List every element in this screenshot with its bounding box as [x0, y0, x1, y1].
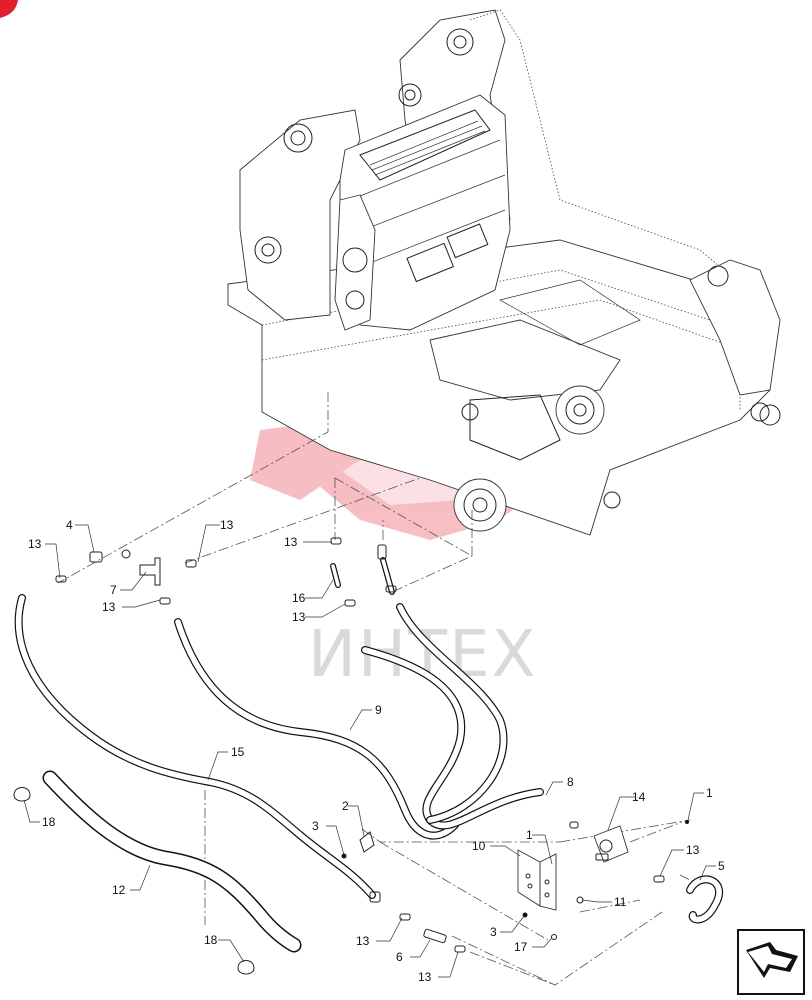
- callout-2: 2: [342, 799, 349, 813]
- callout-10: 10: [472, 839, 486, 853]
- callout-3: 3: [312, 819, 319, 833]
- corner-marker: [0, 0, 18, 18]
- callout-8: 8: [567, 775, 574, 789]
- hose-15: [14, 594, 376, 899]
- callout-9: 9: [375, 703, 382, 717]
- bracket-10: [517, 849, 557, 911]
- leader-lines: [57, 392, 701, 986]
- callout-13: 13: [356, 934, 370, 948]
- callout-leaders: [23, 524, 716, 978]
- hose-8: [361, 646, 544, 830]
- callout-1: 1: [706, 786, 713, 800]
- hose-12: [42, 770, 302, 953]
- callout-12: 12: [112, 883, 126, 897]
- callout-16: 16: [292, 591, 306, 605]
- callout-14: 14: [632, 790, 646, 804]
- hose-5: [686, 875, 724, 924]
- callout-4: 4: [66, 518, 73, 532]
- callout-13: 13: [220, 518, 234, 532]
- callout-13: 13: [418, 970, 432, 984]
- hose-9: [174, 618, 459, 840]
- callout-13: 13: [292, 610, 306, 624]
- hose-8b: [396, 603, 508, 824]
- hose-16: [330, 557, 395, 595]
- callout-13: 13: [28, 537, 42, 551]
- callout-3: 3: [490, 925, 497, 939]
- callout-labels: 13 4 13 7 13 13 16 13 9 15 8 2 3 12 18 1…: [28, 518, 725, 984]
- callout-1: 1: [526, 828, 533, 842]
- callout-15: 15: [231, 745, 245, 759]
- watermark-text: ИНТЕХ: [308, 618, 537, 692]
- machine-frame: [227, 9, 781, 536]
- valve-14: [593, 825, 629, 863]
- callout-13: 13: [284, 535, 298, 549]
- callout-18: 18: [204, 933, 218, 947]
- callout-13: 13: [686, 843, 700, 857]
- callout-11: 11: [614, 895, 627, 909]
- callout-17: 17: [514, 940, 528, 954]
- next-page-arrow-icon[interactable]: [737, 929, 805, 995]
- callout-7: 7: [110, 583, 117, 597]
- callout-6: 6: [396, 950, 403, 964]
- fittings: [13, 537, 689, 975]
- callout-5: 5: [718, 859, 725, 873]
- callout-18: 18: [42, 815, 56, 829]
- callout-13: 13: [102, 600, 116, 614]
